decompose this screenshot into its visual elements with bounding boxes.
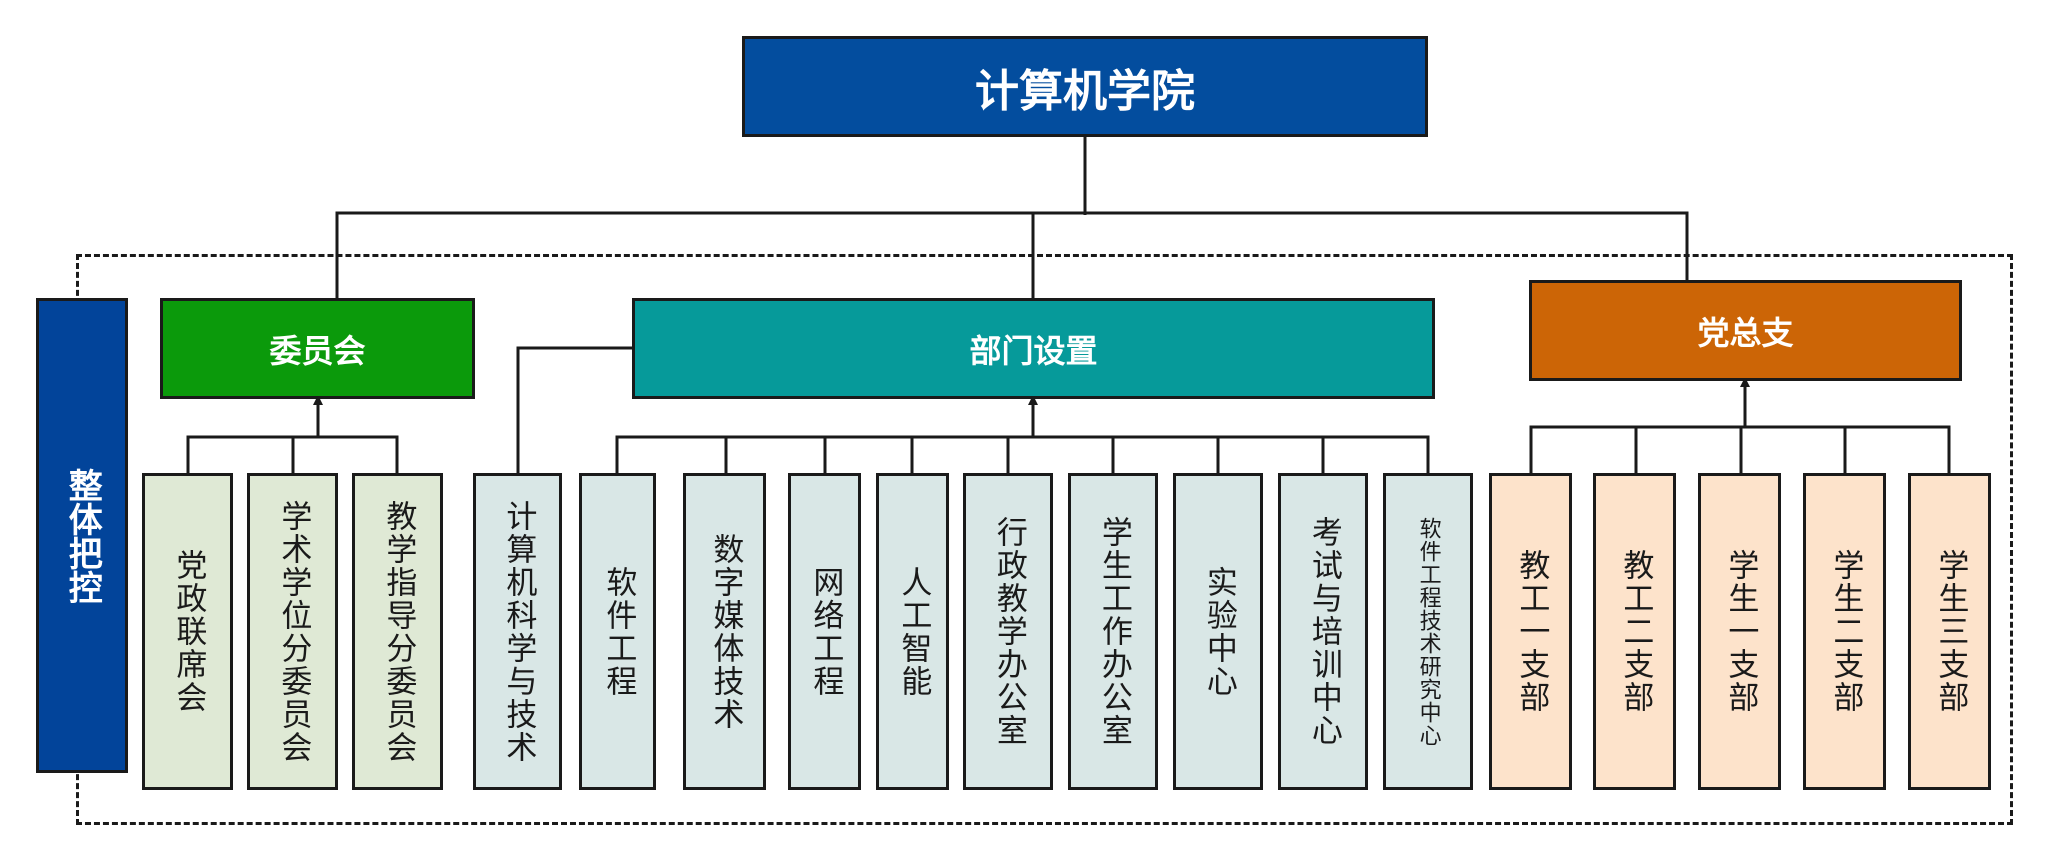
- committee-child: 党政联席会: [142, 473, 233, 790]
- party-child: 教工一支部: [1489, 473, 1572, 790]
- department-left-connector: [516, 346, 632, 473]
- party-node: 党总支: [1529, 280, 1962, 381]
- department-label: 部门设置: [969, 331, 1098, 370]
- department-child: 网络工程: [788, 473, 861, 790]
- root-connector: [335, 137, 1689, 298]
- department-node: 部门设置: [632, 298, 1435, 399]
- department-child: 软件工程技术研究中心: [1383, 473, 1473, 790]
- party-child: 教工二支部: [1593, 473, 1676, 790]
- department-child: 实验中心: [1173, 473, 1263, 790]
- department-child: 数字媒体技术: [683, 473, 766, 790]
- department-connector: [615, 400, 1430, 473]
- department-child: 软件工程: [579, 473, 656, 790]
- committee-label: 委员会: [269, 331, 366, 370]
- root-label: 计算机学院: [975, 65, 1195, 117]
- committee-node: 委员会: [160, 298, 475, 399]
- department-child: 学生工作办公室: [1068, 473, 1158, 790]
- overall-control-box: 整体把控: [36, 298, 128, 773]
- department-child: 人工智能: [876, 473, 949, 790]
- party-child: 学生三支部: [1908, 473, 1991, 790]
- committee-child: 学术学位分委员会: [247, 473, 338, 790]
- department-child: 计算机科学与技术: [473, 473, 562, 790]
- party-connector: [1529, 382, 1951, 473]
- party-child: 学生二支部: [1803, 473, 1886, 790]
- committee-connector: [186, 400, 399, 473]
- committee-child: 教学指导分委员会: [352, 473, 443, 790]
- root-node: 计算机学院: [742, 36, 1428, 137]
- department-child: 考试与培训中心: [1278, 473, 1368, 790]
- party-child: 学生一支部: [1698, 473, 1781, 790]
- party-label: 党总支: [1697, 313, 1794, 352]
- department-child: 行政教学办公室: [963, 473, 1053, 790]
